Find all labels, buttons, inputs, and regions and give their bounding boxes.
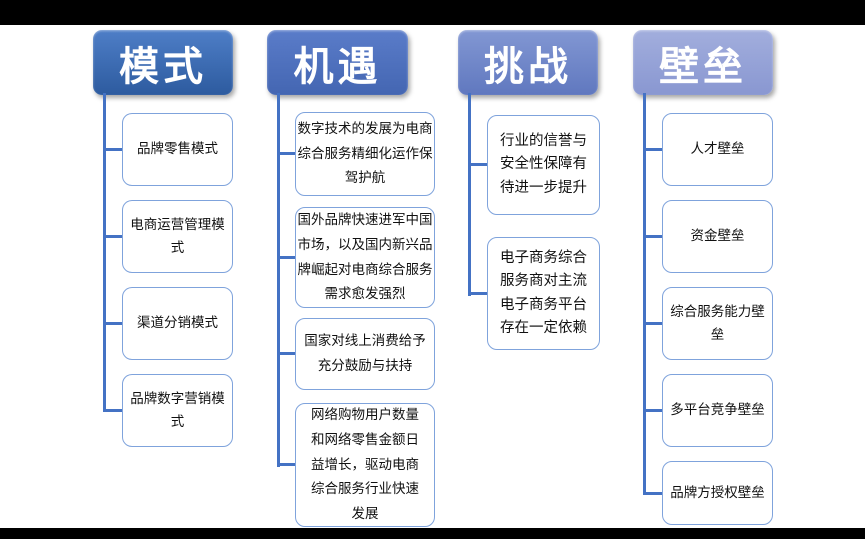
connector-branch-mode-2: [103, 235, 122, 238]
node-mode-4: 品牌数字营销模 式: [122, 374, 233, 447]
node-opportunity-2: 国外品牌快速进军中国 市场，以及国内新兴品 牌崛起对电商综合服务 需求愈发强烈: [295, 207, 435, 308]
connector-branch-opportunity-1: [277, 152, 295, 155]
connector-branch-opportunity-2: [277, 256, 295, 259]
connector-branch-challenge-1: [468, 163, 487, 166]
connector-branch-barrier-2: [643, 235, 662, 238]
connector-branch-barrier-1: [643, 148, 662, 151]
node-opportunity-4: 网络购物用户数量 和网络零售金额日 益增长，驱动电商 综合服务行业快速 发展: [295, 403, 435, 527]
connector-stem-barrier: [643, 93, 646, 495]
connector-branch-challenge-2: [468, 292, 487, 295]
connector-branch-mode-3: [103, 322, 122, 325]
node-barrier-5: 品牌方授权壁垒: [662, 461, 773, 525]
node-barrier-3: 综合服务能力壁 垒: [662, 287, 773, 360]
node-barrier-4: 多平台竞争壁垒: [662, 374, 773, 447]
connector-branch-barrier-4: [643, 409, 662, 412]
node-opportunity-1: 数字技术的发展为电商 综合服务精细化运作保 驾护航: [295, 112, 435, 196]
connector-branch-opportunity-3: [277, 352, 295, 355]
connector-branch-mode-1: [103, 148, 122, 151]
node-opportunity-3: 国家对线上消费给予 充分鼓励与扶持: [295, 318, 435, 390]
connector-branch-barrier-5: [643, 492, 662, 495]
node-mode-3: 渠道分销模式: [122, 287, 233, 360]
header-challenge: 挑战: [458, 30, 598, 95]
node-barrier-2: 资金壁垒: [662, 200, 773, 273]
node-mode-1: 品牌零售模式: [122, 113, 233, 186]
connector-branch-barrier-3: [643, 322, 662, 325]
connector-branch-mode-4: [103, 409, 122, 412]
node-barrier-1: 人才壁垒: [662, 113, 773, 186]
header-opportunity: 机遇: [267, 30, 408, 95]
header-mode: 模式: [93, 30, 233, 95]
node-mode-2: 电商运营管理模 式: [122, 200, 233, 273]
header-barrier: 壁垒: [633, 30, 773, 95]
letterbox-bottom: [0, 528, 865, 539]
connector-branch-opportunity-4: [277, 463, 295, 466]
connector-stem-challenge: [468, 93, 471, 296]
node-challenge-2: 电子商务综合 服务商对主流 电子商务平台 存在一定依赖: [487, 237, 600, 350]
node-challenge-1: 行业的信誉与 安全性保障有 待进一步提升: [487, 115, 600, 215]
letterbox-top: [0, 0, 865, 25]
connector-stem-mode: [103, 93, 106, 412]
connector-stem-opportunity: [277, 93, 280, 467]
